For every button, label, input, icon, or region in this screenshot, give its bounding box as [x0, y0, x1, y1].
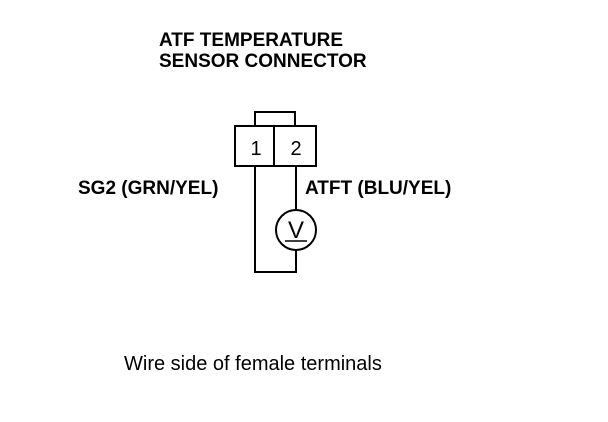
connector-title: ATF TEMPERATURE SENSOR CONNECTOR: [159, 30, 367, 72]
pin-2-label: 2: [290, 138, 301, 160]
voltmeter-icon: V: [275, 209, 317, 251]
wire-label-atft: ATFT (BLU/YEL): [305, 178, 452, 199]
diagram-caption: Wire side of female terminals: [124, 353, 382, 375]
wire-label-sg2: SG2 (GRN/YEL): [78, 178, 219, 199]
pin-1-label: 1: [250, 138, 261, 160]
voltmeter-symbol: V: [288, 217, 304, 244]
connector-lock-tab: [254, 111, 296, 127]
connector-body: [234, 125, 317, 167]
connector-title-line-2: SENSOR CONNECTOR: [159, 51, 367, 72]
connector-title-line-1: ATF TEMPERATURE: [159, 30, 344, 51]
